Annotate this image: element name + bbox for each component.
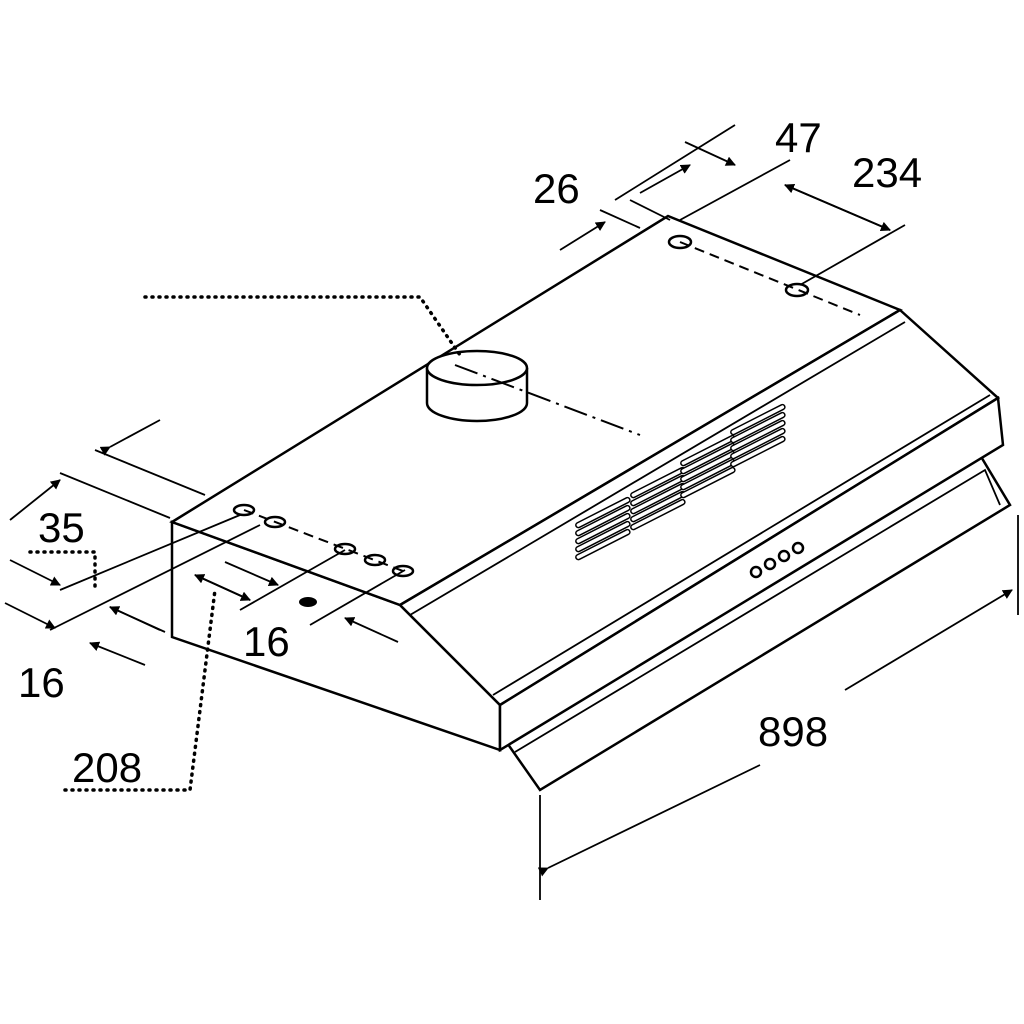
dim-234: 234 xyxy=(852,149,922,196)
dim-16-mid: 16 xyxy=(243,618,290,665)
duct-collar xyxy=(425,349,641,436)
dim-16-left: 16 xyxy=(18,659,65,706)
vent-slot xyxy=(730,419,786,452)
vent-slot xyxy=(730,427,786,460)
vent-slot xyxy=(630,498,686,531)
vent-slot xyxy=(730,411,786,444)
vent-slot xyxy=(575,528,631,561)
dimension-lines xyxy=(4,124,1019,900)
vent-slot xyxy=(575,520,631,553)
dim-208: 208 xyxy=(72,744,142,791)
vent-slot xyxy=(575,496,631,529)
vent-slots xyxy=(575,403,786,561)
vent-slot xyxy=(730,435,786,468)
dim-26: 26 xyxy=(533,165,580,212)
control-buttons xyxy=(749,541,805,579)
vent-slot xyxy=(575,512,631,545)
dim-898: 898 xyxy=(758,708,828,755)
dim-35: 35 xyxy=(38,504,85,551)
vent-slot xyxy=(730,403,786,436)
vent-slot xyxy=(575,504,631,537)
vent-slot xyxy=(680,466,736,499)
dim-47: 47 xyxy=(775,114,822,161)
